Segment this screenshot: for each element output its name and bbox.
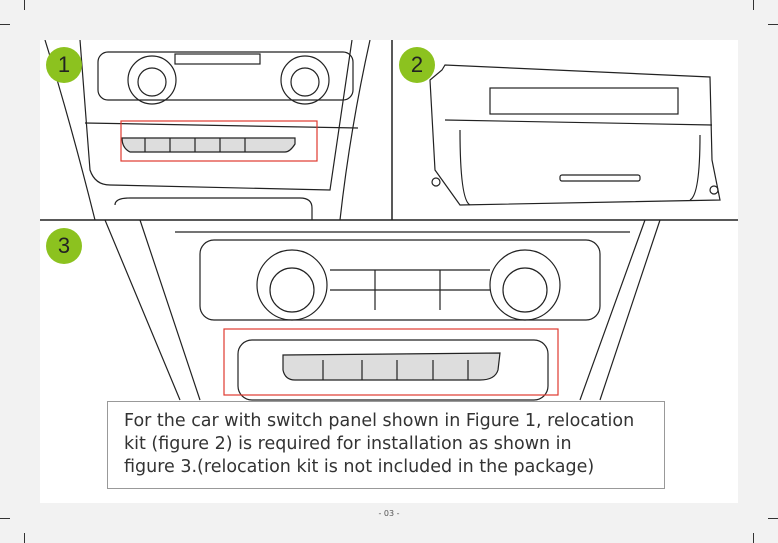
crop-mark xyxy=(768,24,778,25)
crop-mark xyxy=(0,518,10,519)
crop-mark xyxy=(24,0,25,10)
crop-mark xyxy=(753,0,754,10)
crop-mark xyxy=(768,518,778,519)
figure-badge-3: 3 xyxy=(46,228,82,264)
figure-3-installed xyxy=(104,219,661,401)
crop-mark xyxy=(753,533,754,543)
figure-badge-1: 1 xyxy=(46,47,82,83)
manual-page: 1 2 3 For the car with switch panel show… xyxy=(40,40,738,503)
installation-note: For the car with switch panel shown in F… xyxy=(107,401,665,489)
note-line: For the car with switch panel shown in F… xyxy=(124,411,635,431)
note-line: kit (figure 2) is required for installat… xyxy=(124,434,572,454)
figure-1-dashboard xyxy=(44,40,371,221)
note-line: figure 3.(relocation kit is not included… xyxy=(124,457,595,477)
page-number: - 03 - xyxy=(378,509,400,518)
figure-2-relocation-kit xyxy=(429,64,721,206)
crop-mark xyxy=(24,533,25,543)
crop-mark xyxy=(0,24,10,25)
illustrations xyxy=(40,40,738,401)
figure-badge-2: 2 xyxy=(399,47,435,83)
